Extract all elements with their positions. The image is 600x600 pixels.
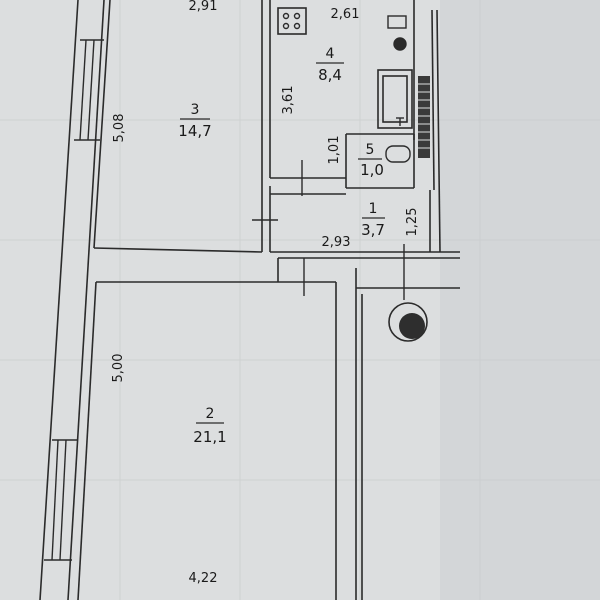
dim-room1-width: 2,93 (322, 235, 351, 250)
room-1-number: 1 (369, 201, 378, 217)
dim-room3-width: 2,91 (189, 0, 218, 14)
room-5-number: 5 (366, 142, 375, 158)
paper-shade (440, 0, 600, 600)
dim-room2-height: 5,00 (111, 354, 126, 383)
room-4-area: 8,4 (318, 66, 342, 84)
vent-grille (418, 76, 430, 158)
gas-meter (388, 302, 428, 342)
door-marks (252, 160, 405, 300)
dim-room4-width: 2,61 (331, 7, 360, 22)
window-top (74, 39, 104, 141)
room-3-number: 3 (191, 102, 200, 118)
room-2-area: 21,1 (193, 428, 226, 446)
dim-room2-width: 4,22 (189, 571, 218, 586)
dim-room1-depth: 1,25 (405, 208, 420, 237)
room-3-area: 14,7 (178, 122, 211, 140)
fixtures (282, 12, 411, 163)
room-2-number: 2 (206, 406, 215, 422)
dim-room3-height: 5,08 (112, 114, 127, 143)
dim-room4-height: 3,61 (281, 86, 296, 115)
room-4-number: 4 (326, 46, 335, 62)
dim-room5-height: 1,01 (327, 136, 342, 165)
room-5-area: 1,0 (360, 161, 384, 179)
room-1-area: 3,7 (361, 221, 385, 239)
window-bottom (44, 439, 78, 561)
walls (39, 0, 460, 600)
